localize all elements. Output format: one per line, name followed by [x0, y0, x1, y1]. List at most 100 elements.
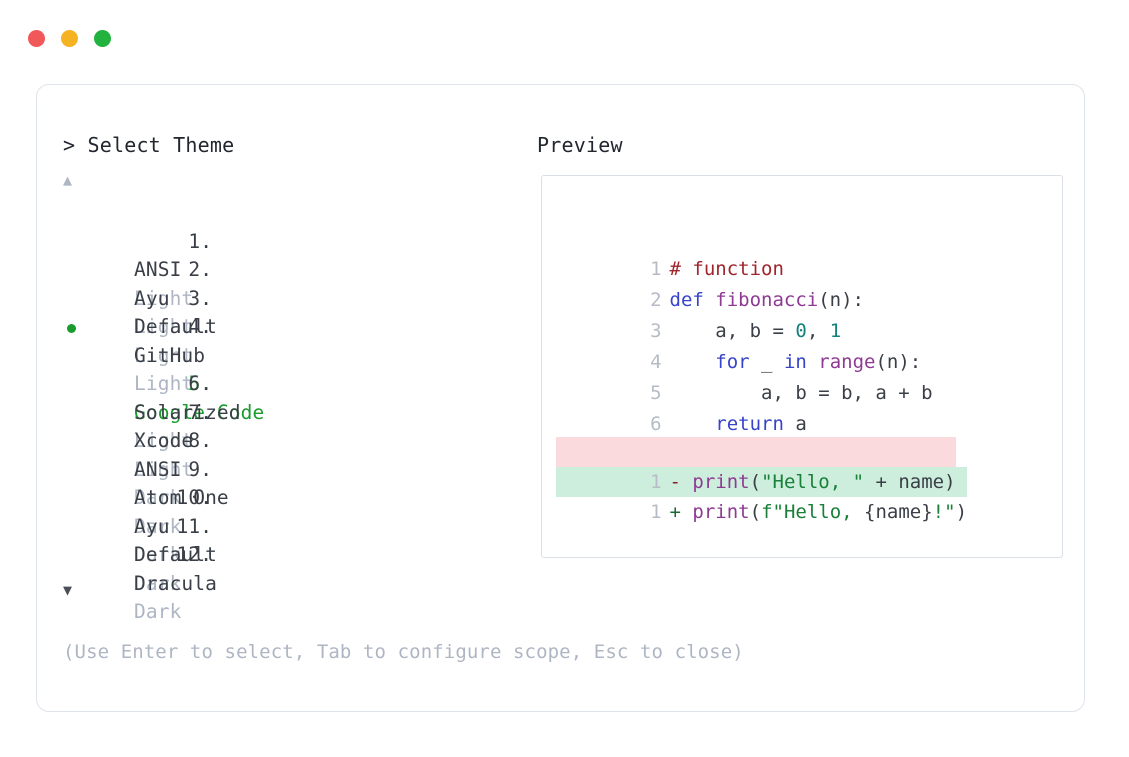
theme-list-item[interactable]: 10. Ayu Dark — [63, 456, 533, 566]
window-close-button[interactable] — [28, 30, 45, 47]
theme-name: ANSI — [134, 258, 182, 281]
line-number: 6 — [650, 413, 662, 435]
code-token: (n): — [818, 289, 864, 311]
preview-label: Preview — [537, 133, 623, 157]
theme-name: Atom One — [134, 486, 229, 509]
theme-list-item[interactable]: 7. Xcode Light — [63, 370, 533, 481]
scroll-up-arrow-icon[interactable]: ▲ — [63, 171, 73, 189]
line-number: 1 — [650, 501, 662, 523]
theme-variant: Light — [134, 372, 194, 395]
theme-variant: Dark — [134, 486, 182, 509]
theme-list-item[interactable]: 1. ANSI Light — [63, 199, 533, 310]
code-token: !" — [932, 501, 956, 523]
code-token: def — [669, 289, 716, 311]
code-token: ) — [955, 501, 968, 523]
theme-index: 1. — [188, 229, 213, 253]
window-maximize-button[interactable] — [94, 30, 111, 47]
window-minimize-button[interactable] — [61, 30, 78, 47]
code-token: ( — [749, 471, 762, 493]
code-token: for — [715, 351, 750, 373]
code-line: 4 for _ in range(n): — [556, 316, 1062, 373]
code-token: range — [818, 351, 876, 373]
theme-list-item[interactable]: 12. Dracula Dark — [63, 513, 533, 623]
theme-index: 10. — [176, 486, 213, 509]
code-token: fibonacci — [715, 289, 819, 311]
theme-name: Dracula — [134, 571, 217, 595]
theme-variant: Dark — [134, 514, 182, 538]
line-number: 1 — [650, 471, 662, 493]
theme-index: 3. — [188, 286, 213, 310]
theme-variant: Light — [134, 429, 194, 452]
selected-bullet-icon — [67, 324, 76, 333]
code-line: 5 a, b = b, a + b — [556, 347, 1062, 404]
theme-variant: Light — [134, 315, 194, 338]
code-token: "Hello, " — [761, 471, 865, 493]
theme-name: Default — [134, 315, 217, 338]
theme-index: 12. — [176, 543, 213, 566]
theme-variant: Light — [134, 343, 194, 367]
line-number: 2 — [650, 289, 662, 311]
code-token: # function — [669, 258, 784, 280]
theme-list-item[interactable]: 11. Default Dark — [63, 484, 533, 595]
theme-picker-card: > Select Theme ▲ ▼ 1. ANSI Light 2. Ayu … — [36, 84, 1085, 712]
code-token — [670, 351, 716, 373]
code-line: 2 def fibonacci(n): — [556, 254, 1062, 311]
theme-variant: Light — [134, 429, 194, 452]
diff-line-added: 1+ print(f"Hello, {name}!") — [556, 467, 968, 523]
theme-name: GitHub — [134, 343, 206, 367]
code-token: (n): — [875, 351, 922, 373]
code-token: a, b = b, a + b — [669, 382, 933, 404]
theme-variant: Dark — [134, 571, 182, 595]
code-token: f"Hello, — [761, 501, 865, 523]
theme-name: Ayu — [134, 286, 170, 310]
line-number: 1 — [650, 258, 662, 280]
keyboard-hint: (Use Enter to select, Tab to configure s… — [63, 641, 744, 663]
theme-index: 6. — [188, 372, 213, 395]
theme-index: 11. — [176, 514, 213, 538]
theme-name: Solarized — [134, 400, 241, 424]
code-token: return — [715, 413, 784, 435]
theme-variant: Light — [134, 457, 194, 481]
theme-list-item[interactable]: 8. ANSI Dark — [63, 399, 533, 509]
theme-index: 5. — [188, 372, 213, 395]
theme-variant: Light — [134, 286, 194, 310]
theme-index: 8. — [188, 429, 213, 452]
code-token: print — [692, 501, 750, 523]
diff-marker: - — [669, 471, 681, 493]
theme-list-item[interactable]: 2. Ayu Light — [63, 228, 533, 338]
theme-list-item[interactable]: 3. Default Light — [63, 256, 533, 367]
code-token: a — [783, 413, 807, 435]
code-token: in — [783, 351, 807, 373]
theme-index: 9. — [188, 457, 213, 481]
theme-list-item[interactable]: 6. Solarized Light — [63, 342, 533, 452]
theme-list-item[interactable]: 9. Atom One Dark — [63, 427, 533, 538]
theme-list-item-selected[interactable]: 5. Google Code Light — [63, 313, 533, 452]
theme-name: Google Code — [134, 400, 265, 424]
code-token — [670, 413, 716, 435]
code-line: 6 return a — [556, 378, 1062, 435]
theme-name: Ayu — [134, 514, 170, 538]
diff-marker: + — [669, 501, 681, 523]
line-number: 4 — [650, 351, 662, 373]
theme-list: 1. ANSI Light 2. Ayu Light 3. Default Li… — [63, 199, 533, 623]
code-token: ( — [749, 501, 762, 523]
code-token: + name) — [864, 471, 956, 493]
code-token: , — [806, 320, 830, 342]
line-number: 5 — [650, 382, 662, 404]
theme-index: 4. — [188, 315, 213, 338]
code-token: _ — [749, 351, 784, 373]
code-token: print — [692, 471, 750, 493]
code-line: 1 # function — [556, 223, 1062, 280]
theme-index: 2. — [188, 258, 213, 281]
scroll-down-arrow-icon[interactable]: ▼ — [63, 581, 73, 599]
code-token: 1 — [829, 320, 842, 342]
line-number: 3 — [650, 320, 662, 342]
theme-list-item[interactable]: 4. GitHub Light — [63, 285, 533, 395]
code-token — [807, 351, 818, 373]
theme-index: 7. — [188, 400, 213, 424]
window-titlebar — [28, 30, 111, 47]
theme-name: Xcode — [134, 429, 194, 452]
code-line: 3 a, b = 0, 1 — [556, 285, 1062, 342]
prompt-label: > Select Theme — [63, 133, 235, 157]
